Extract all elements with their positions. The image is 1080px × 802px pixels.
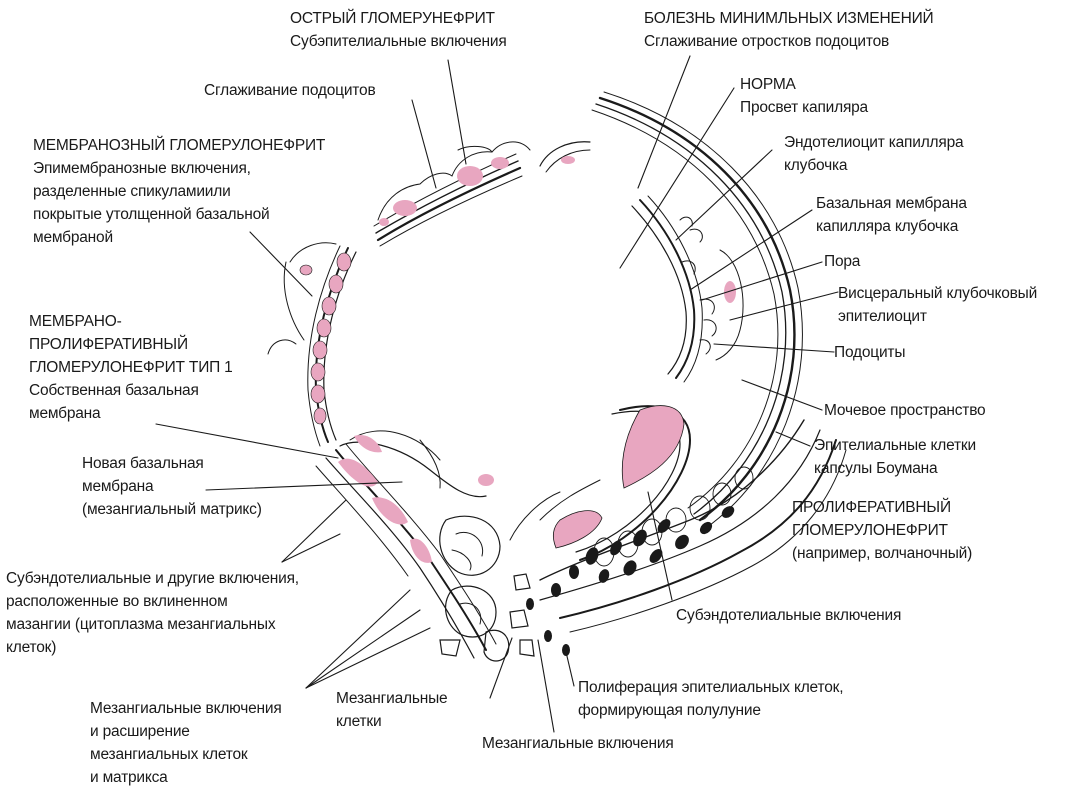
label-podocyte-smoothing: Сглаживание подоцитов	[204, 82, 376, 99]
label-subendothelial-other: Субэндотелиальные и другие включения, ра…	[6, 570, 299, 656]
label-bowman-capsule: Эпителиальные клетки капсулы Боумана	[814, 437, 976, 477]
label-subendothelial: Субэндотелиальные включения	[676, 607, 902, 624]
label-urinary-space: Мочевое пространство	[824, 402, 986, 419]
minimal-change-title: БОЛЕЗНЬ МИНИМЛЬНЫХ ИЗМЕНЕНИЙ	[644, 10, 934, 27]
crescent-deposits	[552, 405, 685, 549]
label-proliferative-gn: ПРОЛИФЕРАТИВНЫЙ ГЛОМЕРУЛОНЕФРИТ (наприме…	[792, 496, 972, 565]
label-podocytes: Подоциты	[834, 344, 906, 361]
crescent-cell-outlines	[593, 466, 754, 567]
mpgn-title-3: ГЛОМЕРУЛОНЕФРИТ ТИП 1	[29, 359, 233, 376]
label-minimal-change: БОЛЕЗНЬ МИНИМЛЬНЫХ ИЗМЕНЕНИЙ Сглаживание…	[644, 7, 934, 53]
leader-lines	[155, 55, 839, 733]
minimal-change-subtitle: Сглаживание отростков подоцитов	[644, 33, 890, 50]
label-endothelial-cell: Эндотелиоцит капилляра клубочка	[784, 134, 964, 174]
acute-gn-segment	[373, 141, 531, 247]
membranous-gn-title: МЕМБРАНОЗНЫЙ ГЛОМЕРУЛОНЕФРИТ	[33, 137, 326, 154]
label-mesangial-cells: Мезангиальные клетки	[336, 690, 448, 730]
normal-capillary-wall	[591, 91, 803, 529]
label-acute-gn: ОСТРЫЙ ГЛОМЕРУНЕФРИТ Субэпителиальные вк…	[290, 7, 507, 53]
proliferative-gn-title-1: ПРОЛИФЕРАТИВНЫЙ	[792, 499, 951, 516]
label-mesangial-inclusions-expansion: Мезангиальные включения и расширение мез…	[90, 700, 282, 786]
proliferative-gn-title-2: ГЛОМЕРУЛОНЕФРИТ	[792, 522, 948, 539]
label-visceral-epithelium: Висцеральный клубочковый эпителиоцит	[838, 285, 1038, 325]
norma-title: НОРМА	[740, 76, 796, 93]
acute-gn-subtitle: Субэпителиальные включения	[290, 33, 507, 50]
label-norma: НОРМА Просвет капиляра	[740, 73, 868, 119]
label-membranous-gn: МЕМБРАНОЗНЫЙ ГЛОМЕРУЛОНЕФРИТ Эпимембрано…	[33, 134, 325, 249]
acute-gn-deposits	[379, 157, 509, 226]
acute-gn-title: ОСТРЫЙ ГЛОМЕРУНЕФРИТ	[290, 10, 495, 27]
crescent-cells	[526, 506, 735, 656]
label-pore: Пора	[824, 253, 861, 270]
label-mesangial-inclusions: Мезангиальные включения	[482, 735, 674, 752]
membranous-gn-deposits	[299, 252, 352, 425]
label-basal-membrane: Базальная мембрана капилляра клубочка	[816, 195, 967, 235]
mesangial-cells	[439, 515, 535, 662]
norma-lumen: Просвет капиляра	[740, 99, 868, 116]
label-crescent: Полиферация эпителиальных клеток, формир…	[578, 679, 844, 719]
mpgn-deposits	[338, 434, 494, 563]
minimal-change-fragment	[539, 141, 591, 173]
label-mpgn: МЕМБРАНО- ПРОЛИФЕРАТИВНЫЙ ГЛОМЕРУЛОНЕФРИ…	[29, 310, 233, 425]
membranous-gn-segment	[267, 242, 357, 447]
mpgn-title-2: ПРОЛИФЕРАТИВНЫЙ	[29, 336, 188, 353]
mpgn-title-1: МЕМБРАНО-	[29, 313, 122, 330]
label-new-basal-membrane: Новая базальная мембрана (мезангиальный …	[82, 455, 262, 518]
